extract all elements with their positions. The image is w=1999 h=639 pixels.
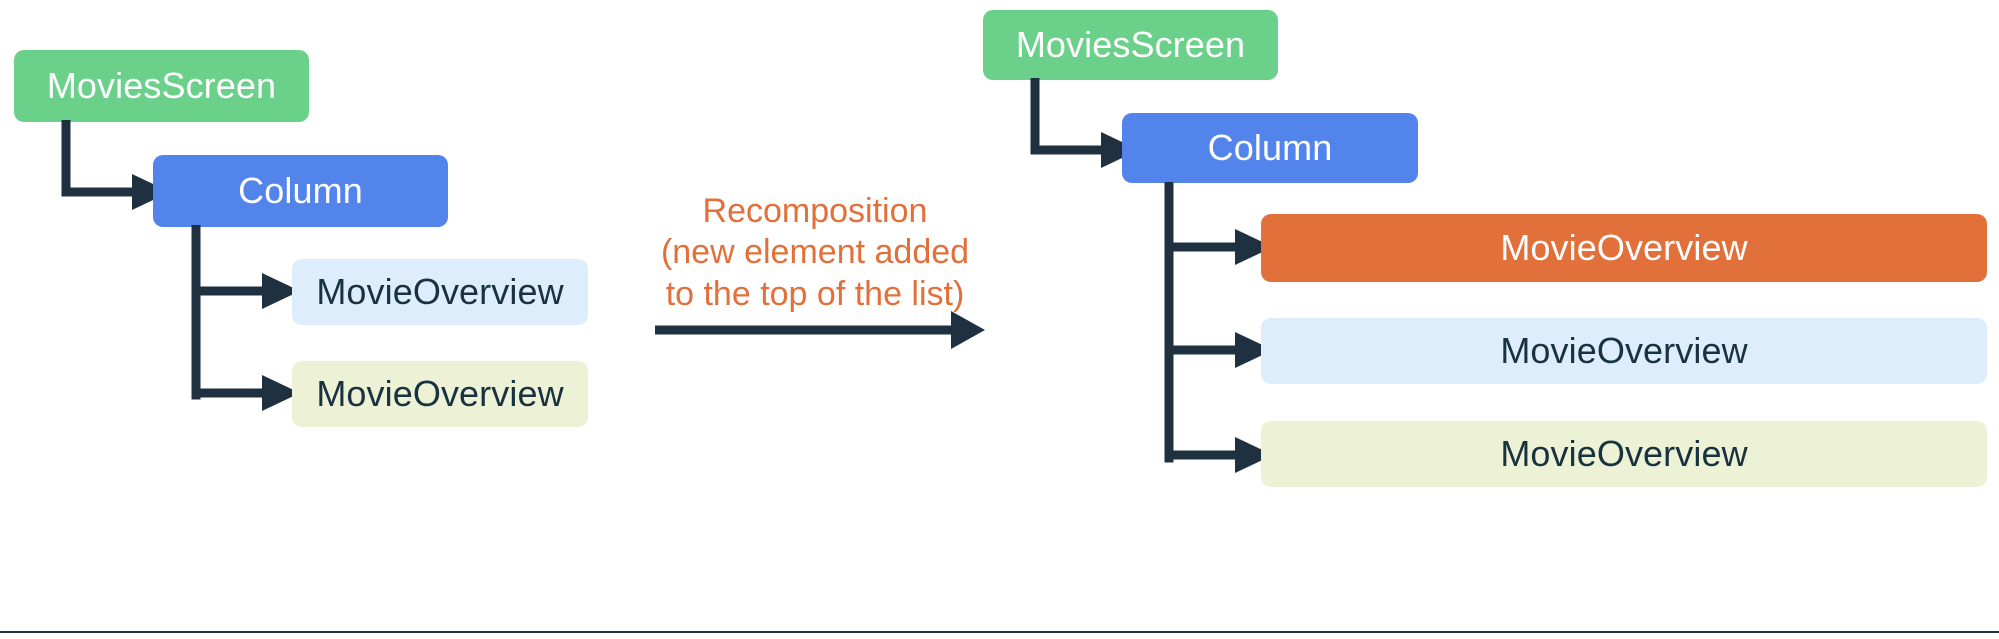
after-node-movie-overview-1[interactable]: MovieOverview (1261, 318, 1987, 384)
before-node-movie-overview-1[interactable]: MovieOverview (292, 259, 588, 325)
before-node-movie-overview-2[interactable]: MovieOverview (292, 361, 588, 427)
after-node-column[interactable]: Column (1122, 113, 1418, 183)
after-node-movie-overview-new[interactable]: MovieOverview (1261, 214, 1987, 282)
footer-divider (0, 631, 1999, 633)
after-node-movies-screen[interactable]: MoviesScreen (983, 10, 1278, 80)
before-node-column[interactable]: Column (153, 155, 448, 227)
recomposition-caption: Recomposition (new element added to the … (660, 192, 970, 313)
after-connector-column-to-children (1164, 182, 1273, 473)
after-node-movie-overview-2[interactable]: MovieOverview (1261, 421, 1987, 487)
before-connector-column-to-children (191, 225, 300, 411)
before-node-movies-screen[interactable]: MoviesScreen (14, 50, 309, 122)
